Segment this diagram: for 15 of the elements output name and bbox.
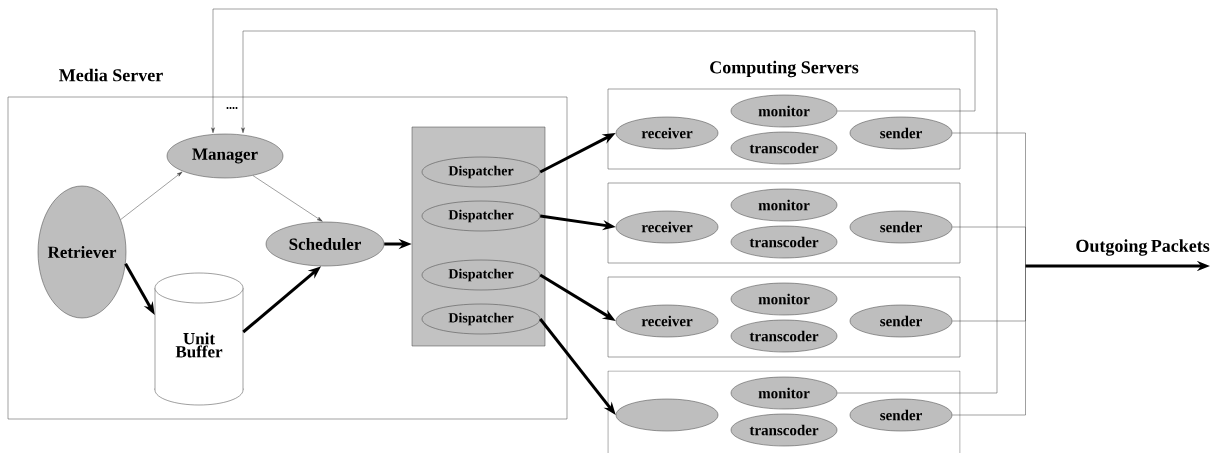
server-box: [607, 370, 961, 453]
cylinder: Unit Buffer: [154, 272, 244, 406]
arrow: [252, 175, 323, 222]
arrow: [241, 30, 976, 134]
server-box: [607, 88, 961, 170]
group-label: Computing Servers: [710, 60, 859, 78]
arrow: [211, 8, 998, 394]
box-heading: Media Server: [59, 68, 163, 82]
server-box: [607, 182, 961, 264]
dots-label: ....: [226, 107, 238, 109]
server-box: [607, 276, 961, 358]
arrow: [120, 171, 183, 220]
node-label: Unit Buffer: [175, 332, 223, 358]
output-label: Outgoing Packets: [1076, 239, 1210, 256]
process-ellipse: [615, 398, 719, 432]
